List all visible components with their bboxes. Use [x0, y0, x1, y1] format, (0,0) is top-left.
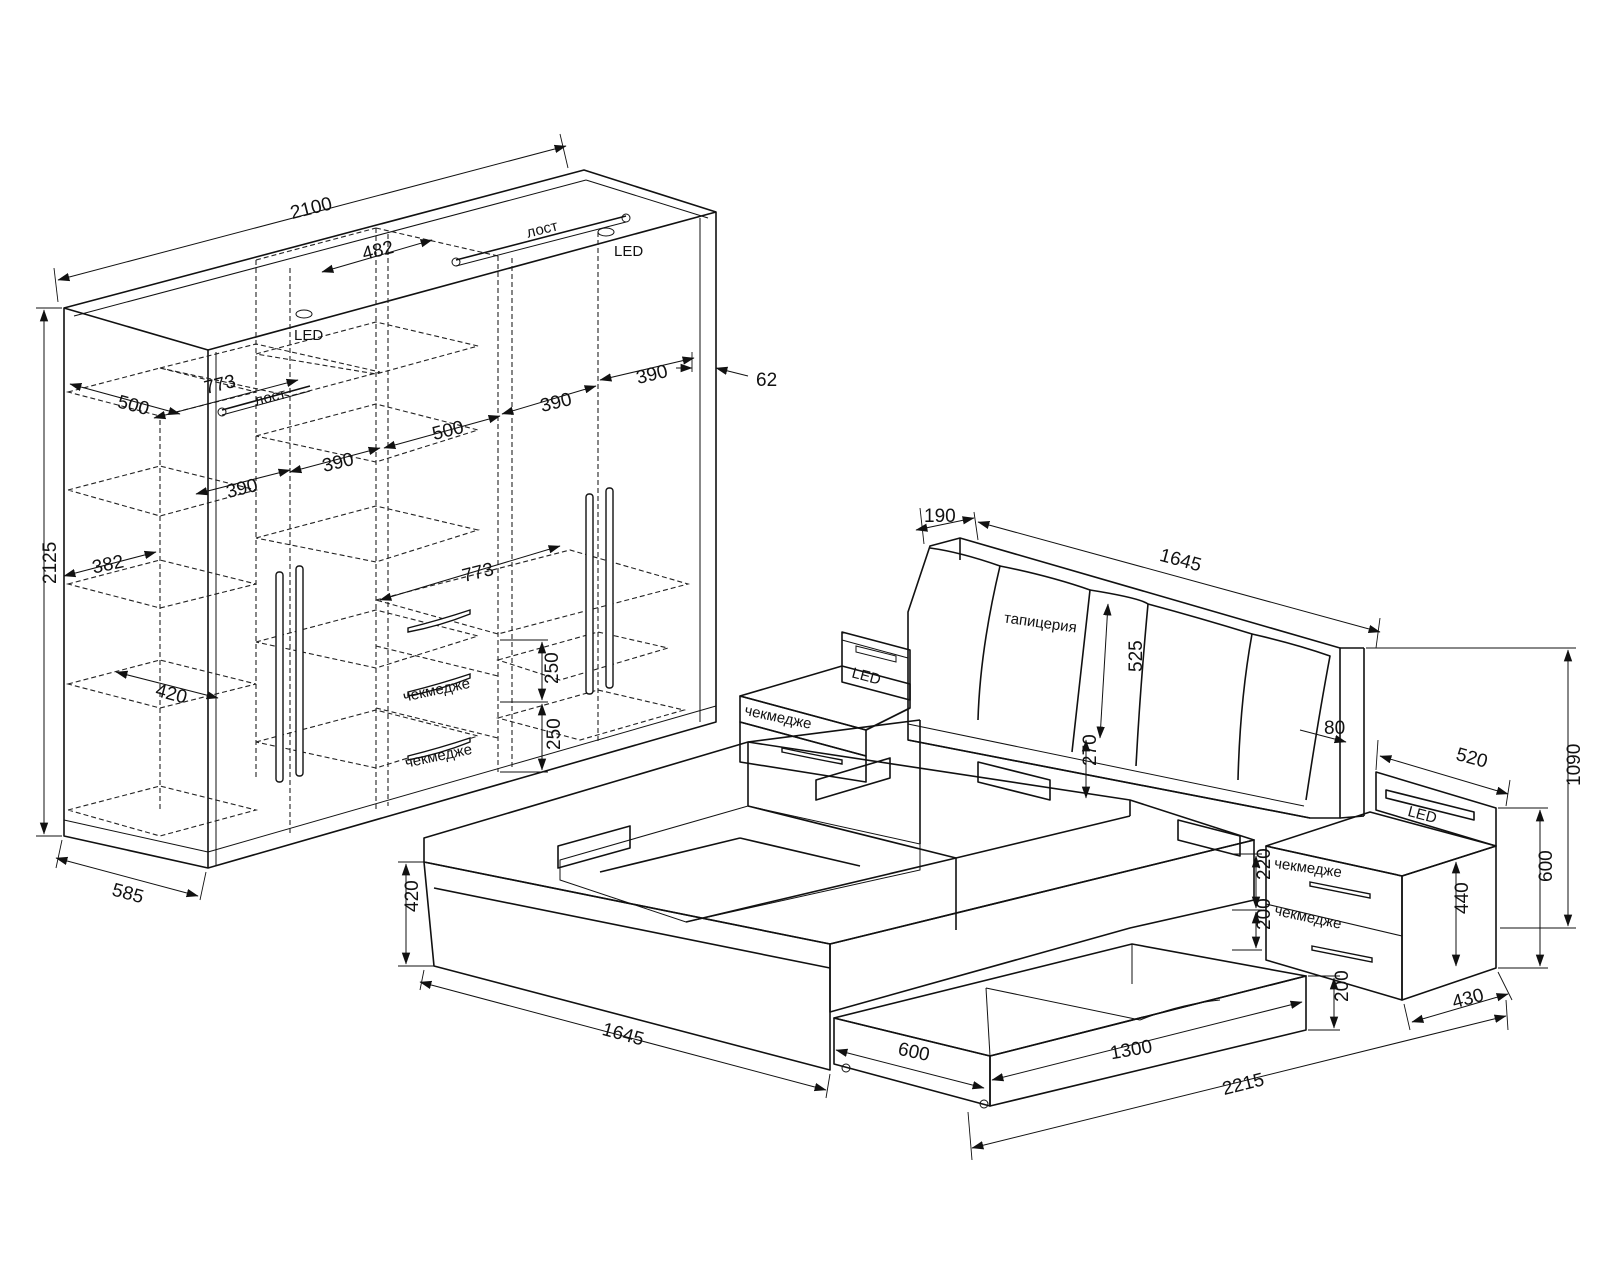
nightstand-width-label: 430 — [1450, 985, 1486, 1013]
bed-length-label: 2215 — [1220, 1069, 1266, 1100]
door-handle-icon — [605, 487, 614, 689]
drawer-handle-icon — [781, 747, 843, 765]
wardrobe-height-label: 2125 — [40, 542, 61, 584]
nightstand-drawer-label: 440 — [1452, 882, 1473, 914]
led-label-left: LED — [294, 327, 323, 344]
frame-200-label: 200 — [1254, 898, 1275, 930]
bed: 190 1645 тапицерия 525 270 80 420 1645 2… — [398, 506, 1509, 1161]
drawer-handle-icon — [407, 609, 471, 633]
shelf-773-mid-label: 773 — [460, 559, 496, 587]
gap-270-label: 270 — [1080, 734, 1101, 766]
led-spot-icon — [295, 309, 313, 319]
wardrobe: 2100 2125 585 482 773 500 500 390 390 39… — [36, 133, 777, 908]
nightstand-total-height-label: 1090 — [1564, 744, 1585, 786]
shelf-382-label: 382 — [90, 551, 125, 578]
drawer-handle-icon — [1311, 945, 1373, 963]
wardrobe-partitions — [159, 227, 599, 836]
drawer-height-label: 200 — [1332, 970, 1353, 1002]
drawer-250-b-label: 250 — [544, 718, 565, 750]
drawer-label-right-b: чекмедже — [1273, 902, 1343, 933]
rod-label-left: лост — [253, 385, 288, 409]
plinth-label: 62 — [756, 370, 777, 391]
wardrobe-shelves — [65, 321, 691, 837]
frame-220-label: 220 — [1254, 848, 1275, 880]
led-label-top: LED — [614, 243, 643, 260]
wardrobe-depth-label: 585 — [110, 880, 146, 908]
nightstand-height-label: 600 — [1536, 850, 1557, 882]
cushion-height-label: 525 — [1126, 640, 1147, 672]
drawer-depth-label: 600 — [896, 1039, 931, 1066]
upholstery-label: тапицерия — [1003, 610, 1078, 637]
led-strip-icon — [1385, 789, 1475, 821]
base-width-label: 1645 — [600, 1019, 646, 1050]
shelf-390-b-label: 390 — [634, 361, 670, 389]
shelf-390-d-label: 390 — [224, 475, 260, 503]
base-height-label: 420 — [402, 880, 423, 912]
wardrobe-width-label: 2100 — [288, 193, 334, 224]
drawer-label-right-a: чекмедже — [1273, 855, 1343, 881]
nightstand-right: LED чекмедже чекмедже 520 1090 600 440 4… — [1265, 647, 1585, 1031]
side-80-label: 80 — [1324, 718, 1345, 739]
drawer-label-b: чекмедже — [403, 741, 473, 772]
drawer-250-a-label: 250 — [542, 652, 563, 684]
nightstand-depth-label: 520 — [1454, 744, 1490, 772]
headboard-width-label: 1645 — [1157, 545, 1203, 576]
wardrobe-handles — [275, 487, 614, 783]
drawer-handle-icon — [1309, 881, 1371, 899]
door-handle-icon — [295, 565, 304, 777]
door-handle-icon — [585, 493, 594, 695]
drawer-handle-icon — [407, 673, 471, 697]
headboard-depth-label: 190 — [924, 506, 956, 527]
shelf-500-left-label: 500 — [115, 392, 151, 420]
door-handle-icon — [275, 571, 284, 783]
bed-dimensions — [398, 507, 1509, 1161]
shelf-420-label: 420 — [153, 680, 189, 708]
drawer-label-a: чекмедже — [401, 675, 471, 706]
rod-label-top: лост — [525, 217, 560, 241]
drawer-length-label: 1300 — [1109, 1036, 1154, 1064]
inner-width-label: 482 — [360, 237, 396, 265]
wardrobe-dimensions — [36, 133, 749, 901]
led-spot-icon — [597, 227, 615, 237]
shelf-390-c-label: 390 — [320, 449, 356, 477]
shelf-500-mid-label: 500 — [430, 417, 466, 445]
shelf-390-a-label: 390 — [538, 389, 574, 417]
drawer-handle-icon — [407, 737, 471, 761]
